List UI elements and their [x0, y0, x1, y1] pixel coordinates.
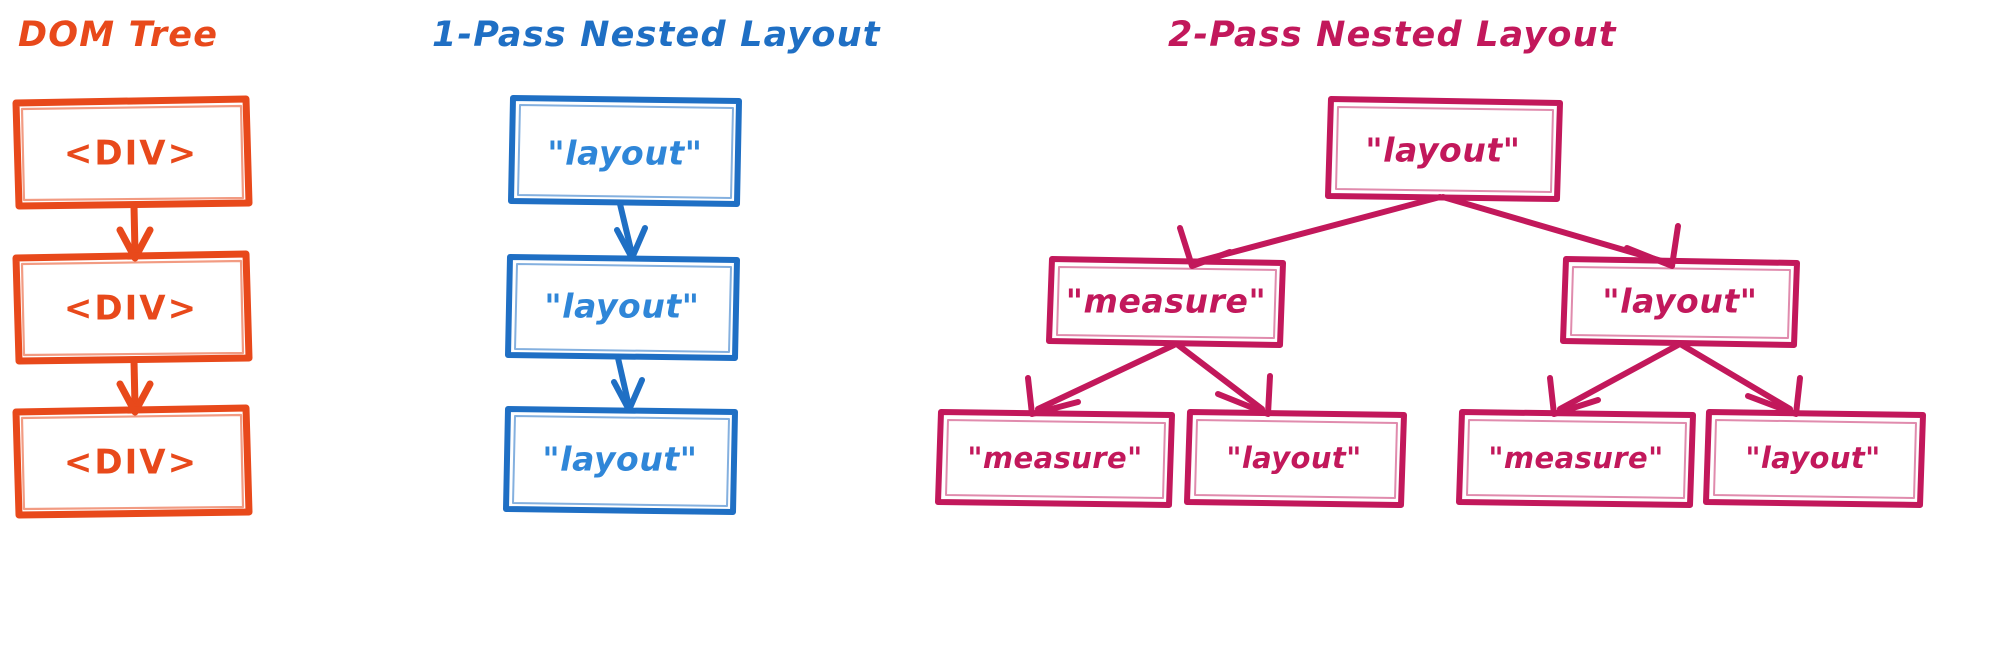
node-two-l1[interactable]: "layout": [1560, 256, 1800, 348]
node-one-2[interactable]: "layout": [505, 254, 740, 361]
node-two-m1[interactable]: "measure": [1046, 256, 1286, 348]
node-box-outline: [12, 404, 253, 519]
node-box-outline: [1560, 256, 1800, 348]
node-box-inner-stroke: [1713, 419, 1917, 499]
node-label: "layout": [1226, 441, 1361, 475]
node-box-inner-stroke: [20, 259, 245, 357]
node-dom-2[interactable]: <DIV>: [12, 250, 253, 365]
node-box-inner-stroke: [517, 104, 734, 199]
node-box-inner-stroke: [514, 263, 732, 353]
node-box-outline: [508, 95, 742, 207]
node-label: <DIV>: [64, 289, 198, 329]
node-box-inner-stroke: [1056, 266, 1277, 339]
node-label: "layout": [1745, 441, 1880, 475]
node-label: "measure": [967, 441, 1142, 475]
panel-dom-tree: <DIV> <DIV> <DIV>: [12, 95, 253, 519]
edge-one-1-to-one-2: [614, 201, 648, 261]
edge-two-m1-to-two-m1-m: [1025, 342, 1177, 417]
edge-two-m1-to-two-m1-l: [1175, 342, 1273, 417]
node-box-inner-stroke: [1570, 266, 1791, 339]
node-label: <DIV>: [64, 134, 198, 174]
node-box-inner-stroke: [1335, 106, 1554, 193]
panel-two-pass-nested-layout: "layout" "measure" "layout" "measure": [935, 96, 1926, 508]
node-box-inner-stroke: [20, 413, 245, 511]
panel-title-one-pass: 1-Pass Nested Layout: [432, 15, 881, 55]
panel-title-two-pass: 2-Pass Nested Layout: [1168, 15, 1617, 55]
node-label: "layout": [547, 134, 702, 173]
node-box-outline: [1456, 409, 1696, 508]
node-box-inner-stroke: [945, 419, 1166, 499]
node-box-inner-stroke: [512, 415, 730, 507]
node-box-outline: [1325, 96, 1563, 202]
node-label: "measure": [1488, 441, 1663, 475]
node-dom-1[interactable]: <DIV>: [12, 95, 253, 210]
node-two-root[interactable]: "layout": [1325, 96, 1563, 202]
edge-two-l1-to-two-l1-l: [1679, 342, 1803, 417]
edge-one-2-to-one-3: [611, 355, 645, 413]
node-label: "measure": [1066, 282, 1267, 321]
edge-two-l1-to-two-l1-m: [1547, 342, 1681, 417]
node-two-m1-l[interactable]: "layout": [1184, 409, 1407, 508]
node-box-outline: [935, 409, 1175, 508]
node-label: "layout": [544, 287, 699, 326]
arrowhead-icon: [1177, 225, 1233, 269]
node-dom-3[interactable]: <DIV>: [12, 404, 253, 519]
panel-title-dom-tree: DOM Tree: [18, 15, 218, 55]
node-label: "layout": [1602, 282, 1757, 321]
node-box-outline: [1046, 256, 1286, 348]
edge-two-root-to-two-l1: [1440, 194, 1681, 269]
node-box-outline: [1703, 409, 1926, 508]
node-two-l1-l[interactable]: "layout": [1703, 409, 1926, 508]
edge-dom-1-to-dom-2: [116, 202, 154, 262]
node-two-l1-m[interactable]: "measure": [1456, 409, 1696, 508]
node-one-1[interactable]: "layout": [508, 95, 742, 207]
node-box-outline: [12, 95, 253, 210]
node-box-inner-stroke: [1194, 419, 1398, 499]
node-box-inner-stroke: [20, 104, 245, 202]
node-box-outline: [12, 250, 253, 365]
panel-one-pass-nested-layout: "layout" "layout" "layou: [503, 95, 742, 515]
edge-two-root-to-two-m1: [1177, 194, 1443, 269]
node-box-outline: [503, 406, 738, 515]
edge-dom-2-to-dom-3: [116, 357, 154, 416]
node-box-outline: [505, 254, 740, 361]
node-box-outline: [1184, 409, 1407, 508]
node-two-m1-m[interactable]: "measure": [935, 409, 1175, 508]
node-label: <DIV>: [64, 443, 198, 483]
node-box-inner-stroke: [1466, 419, 1687, 499]
node-label: "layout": [1365, 131, 1520, 170]
node-label: "layout": [542, 440, 697, 479]
arrowhead-icon: [1624, 223, 1681, 269]
node-one-3[interactable]: "layout": [503, 406, 738, 515]
